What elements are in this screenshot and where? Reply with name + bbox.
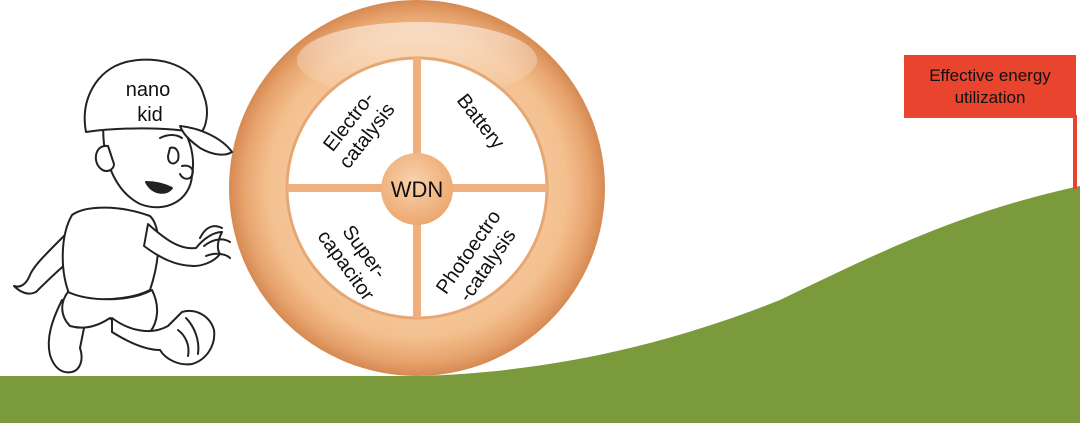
- cap-text-line1: nano: [126, 79, 171, 101]
- kid-eyebrow: [159, 134, 183, 139]
- kid-head: [102, 119, 194, 209]
- kid-cap-brim: [179, 125, 233, 156]
- wdn-wheel: WDN Electro- catalysis Battery Super- ca…: [229, 0, 605, 376]
- goal-flag-line2: utilization: [954, 87, 1026, 107]
- nano-kid-character: [13, 58, 233, 374]
- goal-flag-line1: Effective energy: [929, 65, 1051, 85]
- kid-front-arm: [143, 223, 223, 267]
- kid-eye: [167, 146, 180, 165]
- wheel-center-label: WDN: [391, 177, 444, 202]
- kid-hand: [199, 225, 231, 259]
- kid-shirt: [61, 206, 160, 301]
- green-hill-ground: [0, 186, 1080, 423]
- wheel-hub: [381, 153, 453, 225]
- kid-shoe-detail: [177, 317, 200, 357]
- cap-text-line2: kid: [137, 104, 163, 126]
- kid-nose: [179, 164, 194, 180]
- kid-cap: [83, 58, 208, 135]
- kid-mouth: [145, 181, 173, 194]
- flag-pole: [1073, 115, 1077, 189]
- goal-flag-label: Effective energy utilization: [904, 55, 1076, 118]
- kid-ear: [94, 144, 115, 172]
